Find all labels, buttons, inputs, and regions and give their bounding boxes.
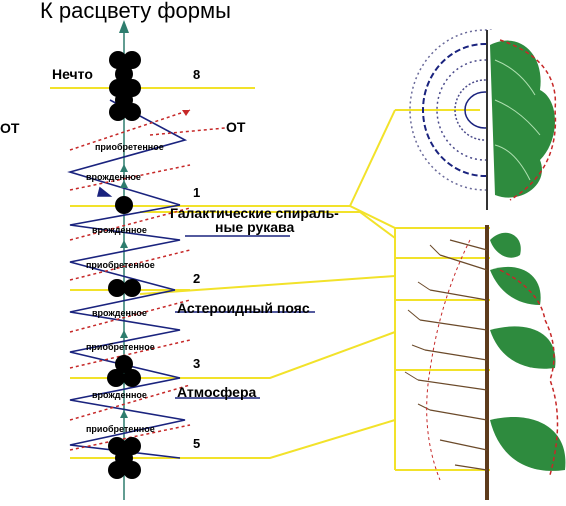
plant-illustration: [404, 225, 566, 500]
label-side-right: ОТ: [226, 119, 246, 135]
label-galactic-line1: Галактические спираль-: [170, 205, 339, 221]
level-number-5: 5: [193, 436, 201, 451]
level-number-8: 8: [193, 67, 201, 82]
zigzag-label-innate: врожденное: [92, 390, 147, 400]
zigzag-label-acquired: приобретенное: [95, 142, 164, 152]
label-asteroid-belt: Астероидный пояс: [177, 300, 310, 316]
zigzag-label-acquired: приобретенное: [86, 260, 155, 270]
circle-cluster-3: [107, 355, 141, 387]
label-atmosphere: Атмосфера: [177, 384, 257, 400]
spiral-galaxy-illustration: [409, 29, 566, 210]
zigzag-label-innate: врожденное: [92, 308, 147, 318]
circle-cluster-1: [115, 196, 133, 214]
level-lines: [50, 87, 490, 471]
label-side-left: ОТ: [0, 120, 20, 136]
level-number-1: 1: [193, 185, 201, 200]
level-number-2: 2: [193, 271, 201, 286]
label-top-left: Нечто: [52, 66, 93, 82]
level-number-3: 3: [193, 356, 201, 371]
zigzag-label-innate: врожденное: [92, 225, 147, 235]
zigzag-label-acquired: приобретенное: [86, 424, 155, 434]
circle-cluster-8: [109, 51, 141, 121]
diagram-title: К расцвету формы: [40, 0, 231, 23]
circle-cluster-2: [108, 279, 141, 297]
circle-cluster-5: [108, 437, 141, 479]
teal-arrow-icon: [120, 180, 128, 188]
zigzag-label-innate: врожденное: [86, 172, 141, 182]
zigzag-label-acquired: приобретенное: [86, 342, 155, 352]
label-galactic-line2: ные рукава: [215, 219, 295, 235]
